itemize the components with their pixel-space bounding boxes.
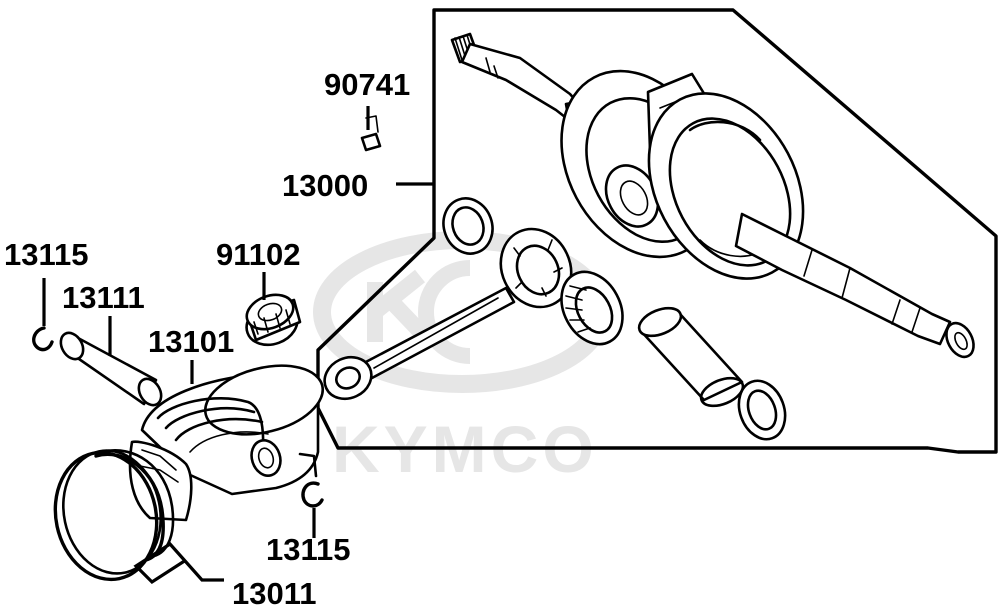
big-end-bearing (560, 270, 624, 346)
crank-washer-lower (737, 379, 787, 441)
leader-lines (42, 106, 434, 585)
label-clip-left: 13115 (4, 237, 89, 272)
crankshaft-assembly-outline (316, 8, 998, 454)
piston-pin-clip-right (301, 481, 324, 508)
label-small-end-bearing: 91102 (216, 237, 301, 272)
crankshaft (450, 32, 975, 359)
label-crank-key: 90741 (324, 67, 410, 102)
part-labels: 90741 13000 13115 13111 91102 13101 1311… (4, 67, 410, 611)
piston-pin (59, 331, 163, 407)
label-piston-pin: 13111 (62, 280, 145, 315)
label-piston: 13101 (148, 324, 234, 359)
crank-pin (637, 306, 745, 408)
small-end-bearing (245, 293, 302, 347)
label-piston-ring-set: 13011 (232, 576, 317, 611)
connecting-rod (323, 227, 573, 401)
label-crankshaft-assy: 13000 (282, 168, 368, 203)
label-clip-right: 13115 (266, 532, 351, 567)
woodruff-key (360, 115, 382, 152)
crank-washer-upper (442, 197, 494, 255)
piston (128, 364, 325, 522)
piston-pin-clip-left (32, 326, 54, 352)
